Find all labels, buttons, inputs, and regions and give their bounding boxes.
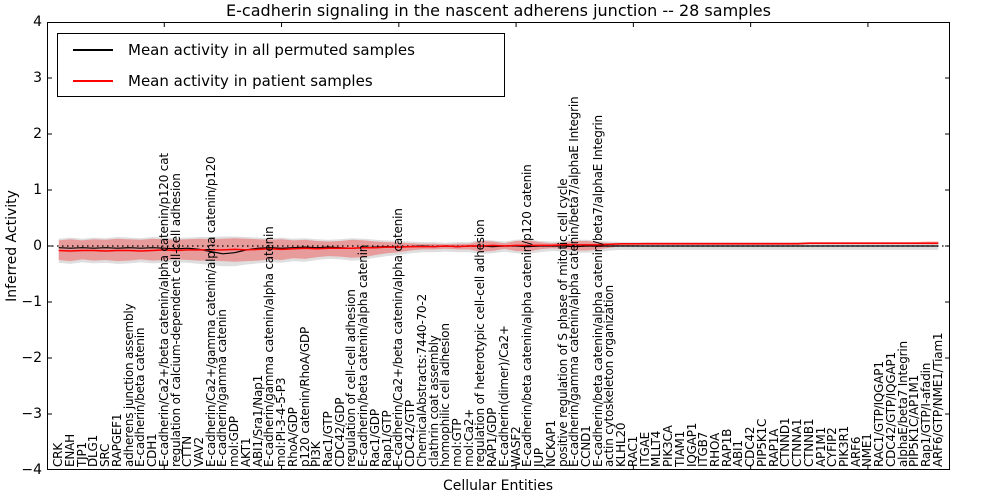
x-tick-label: regulation of calcium-dependent cell-cel…: [168, 173, 183, 467]
y-tick-label: 4: [33, 14, 42, 30]
y-tick-label: 1: [33, 182, 42, 198]
legend-label-permuted: Mean activity in all permuted samples: [128, 40, 415, 59]
y-tick-label: −2: [21, 350, 42, 366]
chart-title: E-cadherin signaling in the nascent adhe…: [226, 1, 771, 20]
y-tick-label: 3: [33, 70, 42, 86]
x-axis-label: Cellular Entities: [442, 478, 554, 494]
y-tick-label: −3: [21, 406, 42, 422]
x-tick-label: E-cadherin/beta catenin/alpha catenin/p1…: [520, 164, 535, 467]
axes-frame: [47, 22, 950, 470]
y-tick-label: −1: [21, 294, 42, 310]
plot-area: [47, 22, 950, 470]
legend: Mean activity in all permuted samples Me…: [57, 33, 505, 97]
legend-entry-permuted: Mean activity in all permuted samples: [58, 34, 504, 65]
patient-mean-line: [58, 242, 939, 252]
legend-entry-patient: Mean activity in patient samples: [58, 65, 504, 96]
x-tick-label: ARF6/GTP/NME1/Tiam1: [930, 332, 945, 467]
legend-line-sample-patient: [73, 79, 113, 82]
y-tick-label: −4: [21, 462, 42, 478]
legend-line-sample-permuted: [73, 48, 113, 51]
legend-label-patient: Mean activity in patient samples: [128, 71, 373, 90]
x-tick-label: E-cadherin/gamma catenin/alpha catenin/b…: [567, 96, 582, 467]
y-tick-label: 0: [33, 238, 42, 254]
y-tick-label: 2: [33, 126, 42, 142]
